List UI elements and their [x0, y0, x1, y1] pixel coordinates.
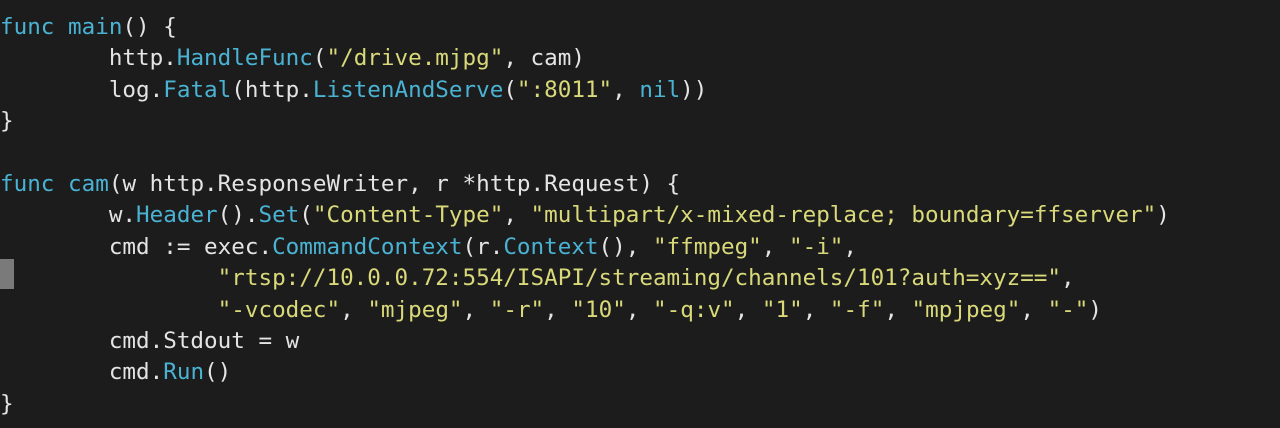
code-text: ): [1156, 202, 1170, 229]
code-text: ,: [503, 202, 531, 229]
function-token: CommandContext: [272, 233, 463, 260]
code-text: ,: [544, 296, 572, 323]
keyword-token: func: [0, 170, 55, 197]
code-text: ,: [734, 296, 762, 323]
code-text: , cam): [503, 45, 585, 72]
code-text: ,: [1061, 265, 1075, 292]
function-token: HandleFunc: [176, 45, 313, 72]
code-line: "rtsp://10.0.0.72:554/ISAPI/streaming/ch…: [0, 263, 1170, 294]
code-text: ().: [217, 202, 259, 229]
string-token: "-i": [789, 233, 844, 260]
string-token: "-": [1047, 296, 1089, 323]
code-text: log.: [0, 76, 164, 103]
code-text: [54, 171, 68, 197]
function-token: Header: [136, 202, 218, 229]
string-token: "Content-Type": [312, 202, 504, 229]
code-text: ,: [884, 296, 912, 323]
function-token: Fatal: [163, 76, 232, 103]
code-text: (),: [598, 233, 653, 260]
code-line: http.HandleFunc("/drive.mjpg", cam): [0, 43, 1170, 74]
code-text: ,: [802, 296, 830, 323]
code-text: (: [312, 45, 327, 72]
code-text: ,: [761, 233, 789, 260]
code-text: )): [680, 76, 708, 103]
code-text: (: [299, 202, 313, 229]
code-text: (http.: [231, 76, 313, 103]
line-cursor-marker: [0, 259, 14, 289]
code-text: cmd.: [0, 359, 164, 386]
code-text: ,: [462, 296, 490, 323]
code-text: http.: [0, 45, 177, 72]
string-token: "rtsp://10.0.0.72:554/ISAPI/streaming/ch…: [217, 265, 1062, 292]
string-token: "/drive.mjpg": [326, 45, 504, 72]
code-text: [0, 297, 218, 323]
string-token: "-r": [489, 296, 545, 323]
code-view[interactable]: func main() { http.HandleFunc("/drive.mj…: [0, 12, 1170, 420]
code-text: [0, 265, 218, 291]
string-token: "-q:v": [653, 296, 735, 323]
code-text: () {: [122, 14, 177, 40]
code-text: cmd.Stdout = w: [0, 327, 300, 354]
string-token: ":8011": [516, 76, 613, 103]
code-text: [54, 14, 68, 40]
code-line: log.Fatal(http.ListenAndServe(":8011", n…: [0, 75, 1170, 106]
code-line: [0, 138, 1170, 169]
function-token: main: [68, 14, 123, 40]
code-text: }: [0, 108, 14, 135]
string-token: "-vcodec": [217, 296, 341, 323]
code-line: cmd.Run(): [0, 357, 1170, 388]
code-line: }: [0, 389, 1170, 420]
code-line: w.Header().Set("Content-Type", "multipar…: [0, 200, 1170, 231]
string-token: "-f": [829, 296, 885, 323]
string-token: "mjpeg": [367, 296, 463, 323]
code-text: ,: [843, 233, 858, 260]
keyword-token: func: [0, 14, 55, 40]
code-text: w.: [0, 202, 137, 229]
code-line: "-vcodec", "mjpeg", "-r", "10", "-q:v", …: [0, 295, 1170, 326]
code-line: }: [0, 106, 1170, 137]
string-token: "10": [571, 296, 626, 323]
code-text: }: [0, 390, 14, 417]
function-token: Run: [163, 359, 205, 386]
code-text: (): [204, 359, 232, 386]
string-token: "ffmpeg": [652, 233, 762, 260]
code-text: ,: [340, 296, 368, 323]
code-text: ): [1088, 296, 1103, 323]
code-text: cmd := exec.: [0, 233, 273, 260]
code-text: ,: [625, 296, 654, 323]
code-text: (w http.ResponseWriter, r *http.Request)…: [108, 170, 681, 197]
keyword-token: nil: [639, 76, 681, 103]
code-line: func main() {: [0, 12, 1170, 43]
code-text: (r.: [462, 233, 504, 260]
function-token: Set: [258, 202, 300, 229]
code-text: (: [503, 76, 517, 103]
code-line: func cam(w http.ResponseWriter, r *http.…: [0, 169, 1170, 200]
function-token: ListenAndServe: [312, 76, 504, 103]
code-text: ,: [612, 76, 640, 103]
code-line: cmd.Stdout = w: [0, 326, 1170, 357]
string-token: "1": [761, 296, 803, 323]
function-token: Context: [503, 233, 599, 260]
function-token: cam: [68, 170, 109, 197]
code-text: ,: [1020, 296, 1048, 323]
code-line: cmd := exec.CommandContext(r.Context(), …: [0, 232, 1170, 263]
string-token: "multipart/x-mixed-replace; boundary=ffs…: [530, 202, 1157, 229]
string-token: "mpjpeg": [911, 296, 1021, 323]
